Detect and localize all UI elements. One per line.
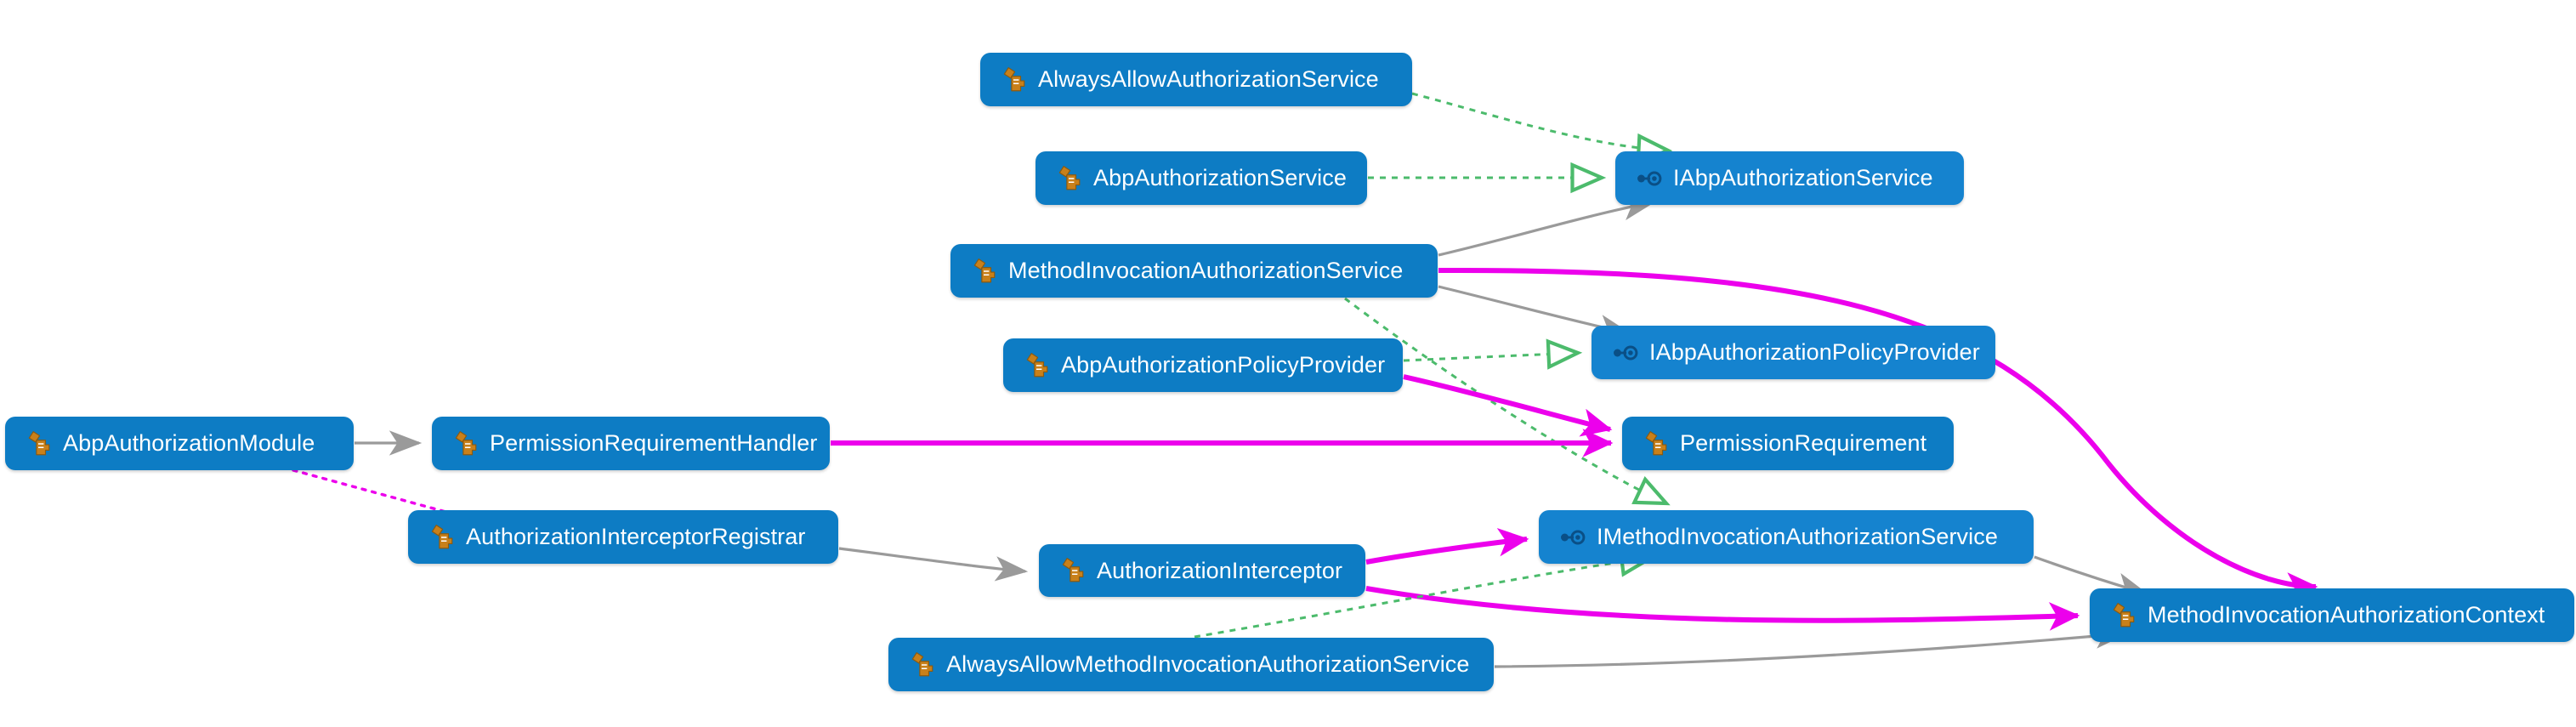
node-label: IMethodInvocationAuthorizationService [1597, 524, 1998, 549]
node-methodinvocationauthorizationservice[interactable]: MethodInvocationAuthorizationService [950, 244, 1438, 298]
node-label: PermissionRequirementHandler [490, 430, 818, 456]
node-label: AbpAuthorizationPolicyProvider [1061, 352, 1386, 378]
node-label: PermissionRequirement [1680, 430, 1927, 456]
node-iabpauthorizationservice[interactable]: IAbpAuthorizationService [1615, 151, 1964, 205]
class-icon [1058, 165, 1081, 190]
node-abpauthorizationmodule[interactable]: AbpAuthorizationModule [5, 417, 354, 470]
edge-realization-alwaysallowauthorizationservice-iabpauthorizationservice [1411, 92, 1668, 151]
class-icon [431, 524, 453, 548]
node-imethodinvocationauthorizationservice[interactable]: IMethodInvocationAuthorizationService [1539, 510, 2034, 564]
node-alwaysallowmethodinvocationauthorizationservice[interactable]: AlwaysAllowMethodInvocationAuthorization… [888, 638, 1494, 691]
class-icon [28, 430, 50, 455]
class-icon [2113, 602, 2135, 627]
class-icon [1003, 66, 1025, 91]
node-label: MethodInvocationAuthorizationService [1008, 258, 1404, 283]
class-icon [973, 258, 996, 282]
class-icon [1062, 558, 1084, 582]
node-permissionrequirement[interactable]: PermissionRequirement [1622, 417, 1954, 470]
interface-lollipop-icon [1614, 344, 1638, 360]
node-abpauthorizationservice[interactable]: AbpAuthorizationService [1036, 151, 1367, 205]
node-iabpauthorizationpolicyprovider[interactable]: IAbpAuthorizationPolicyProvider [1592, 326, 1995, 379]
node-label: AlwaysAllowAuthorizationService [1038, 66, 1379, 92]
class-icon [911, 651, 933, 676]
node-authorizationinterceptorregistrar[interactable]: AuthorizationInterceptorRegistrar [408, 510, 838, 564]
edge-association-authorizationinterceptorregistrar-authorizationinterceptor [838, 547, 1029, 582]
node-permissionrequirementhandler[interactable]: PermissionRequirementHandler [432, 417, 830, 470]
class-icon [455, 430, 477, 455]
edge-highlight-authorizationinterceptor-imethodinvocationauthorizationservice [1365, 528, 1529, 565]
edge-association-alwaysallowmethodinvocationauthorizationservice-methodinvocationauthorizationcontext [1494, 623, 2129, 668]
edge-association-methodinvocationauthorizationservice-iabpauthorizationservice [1438, 196, 1656, 257]
interface-lollipop-icon [1637, 170, 1662, 185]
node-methodinvocationauthorizationcontext[interactable]: MethodInvocationAuthorizationContext [2090, 588, 2574, 642]
node-label: IAbpAuthorizationService [1673, 165, 1933, 190]
node-label: AlwaysAllowMethodInvocationAuthorization… [946, 651, 1470, 677]
node-label: AuthorizationInterceptor [1097, 557, 1343, 583]
class-icon [1026, 352, 1048, 377]
node-label: AbpAuthorizationModule [63, 430, 315, 456]
node-alwaysallowauthorizationservice[interactable]: AlwaysAllowAuthorizationService [980, 53, 1412, 106]
node-label: AuthorizationInterceptorRegistrar [466, 524, 806, 549]
class-icon [1645, 430, 1667, 455]
interface-lollipop-icon [1561, 529, 1586, 544]
node-label: IAbpAuthorizationPolicyProvider [1649, 339, 1980, 365]
node-abpauthorizationpolicyprovider[interactable]: AbpAuthorizationPolicyProvider [1003, 338, 1403, 392]
node-authorizationinterceptor[interactable]: AuthorizationInterceptor [1039, 544, 1365, 597]
node-label: AbpAuthorizationService [1093, 165, 1347, 190]
node-label: MethodInvocationAuthorizationContext [2148, 602, 2545, 628]
edge-realization-abpauthorizationpolicyprovider-iabpauthorizationpolicyprovider [1403, 353, 1578, 361]
edge-highlight-abpauthorizationpolicyprovider-permissionrequirement [1403, 374, 1613, 437]
edge-highlight-authorizationinterceptor-methodinvocationauthorizationcontext [1365, 586, 2080, 631]
